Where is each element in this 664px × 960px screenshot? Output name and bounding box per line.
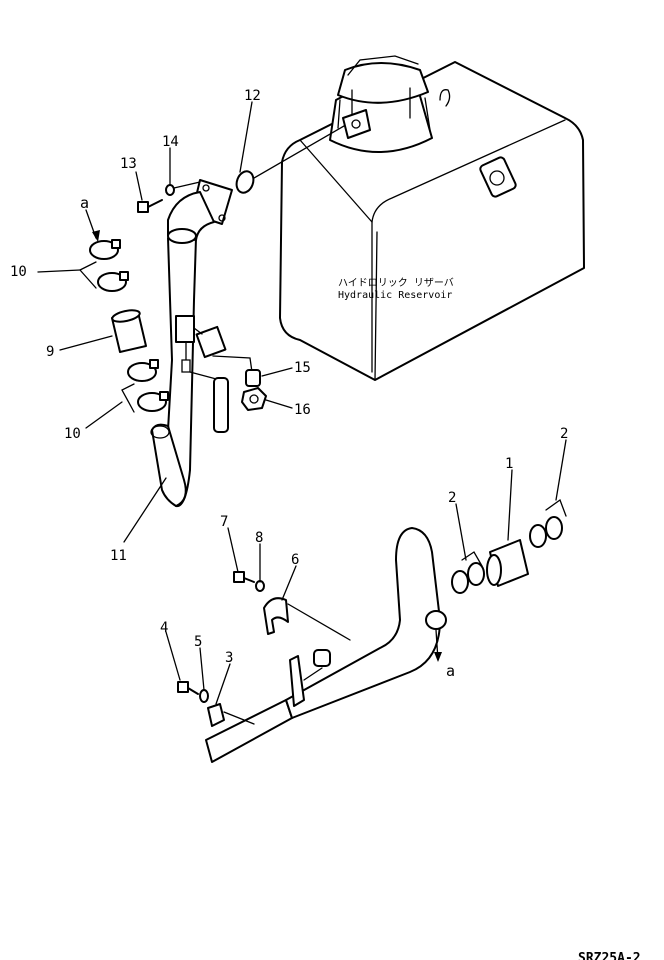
callout-13: 13 <box>120 156 137 172</box>
bracket-3 <box>207 703 255 727</box>
callout-3: 3 <box>225 650 233 666</box>
ref-a-bottom: a <box>446 662 455 680</box>
o-ring <box>235 170 255 194</box>
washer-5 <box>199 689 209 703</box>
callout-9: 9 <box>46 344 54 360</box>
hose-sleeve-1 <box>486 539 529 587</box>
callout-2-left: 2 <box>448 490 456 506</box>
hose-sleeve-9 <box>111 309 147 353</box>
callout-15: 15 <box>294 360 311 376</box>
callouts: 12 14 13 a 10 9 10 11 15 16 7 8 6 4 5 3 <box>10 88 568 705</box>
suction-elbow <box>167 179 233 244</box>
callout-4: 4 <box>160 620 168 636</box>
callout-8: 8 <box>255 530 263 546</box>
hose-clamps-bottom <box>121 359 169 413</box>
ref-a-top: a <box>80 194 89 212</box>
suction-hose <box>150 237 197 508</box>
hose-clamps-2-right <box>529 498 567 548</box>
callout-14: 14 <box>162 134 179 150</box>
callout-1: 1 <box>505 456 513 472</box>
reservoir-label-jp: ハイドロリック リザーバ <box>338 277 454 289</box>
callout-2-right: 2 <box>560 426 568 442</box>
bolt-7 <box>233 571 245 583</box>
nut-16 <box>241 387 267 411</box>
main-pipe <box>205 527 447 763</box>
callout-7: 7 <box>220 514 228 530</box>
hydraulic-reservoir <box>279 55 585 381</box>
callout-10-top: 10 <box>10 264 27 280</box>
callout-16: 16 <box>294 402 311 418</box>
reservoir-label-en: Hydraulic Reservoir <box>338 290 452 301</box>
callout-5: 5 <box>194 634 202 650</box>
figure-code: SRZ25A-2 <box>578 951 641 960</box>
fitting-15 <box>245 369 261 387</box>
callout-10-bottom: 10 <box>64 426 81 442</box>
pipe-clamp-6 <box>263 597 351 641</box>
bolt-4 <box>177 681 189 693</box>
hose-clamps-top <box>78 239 129 292</box>
hose-clamps-2-left <box>451 551 485 594</box>
callout-11: 11 <box>110 548 127 564</box>
washer-14 <box>165 184 175 196</box>
callout-12: 12 <box>244 88 261 104</box>
pressure-switch <box>175 315 253 433</box>
callout-6: 6 <box>291 552 299 568</box>
bolt-13 <box>137 199 163 213</box>
